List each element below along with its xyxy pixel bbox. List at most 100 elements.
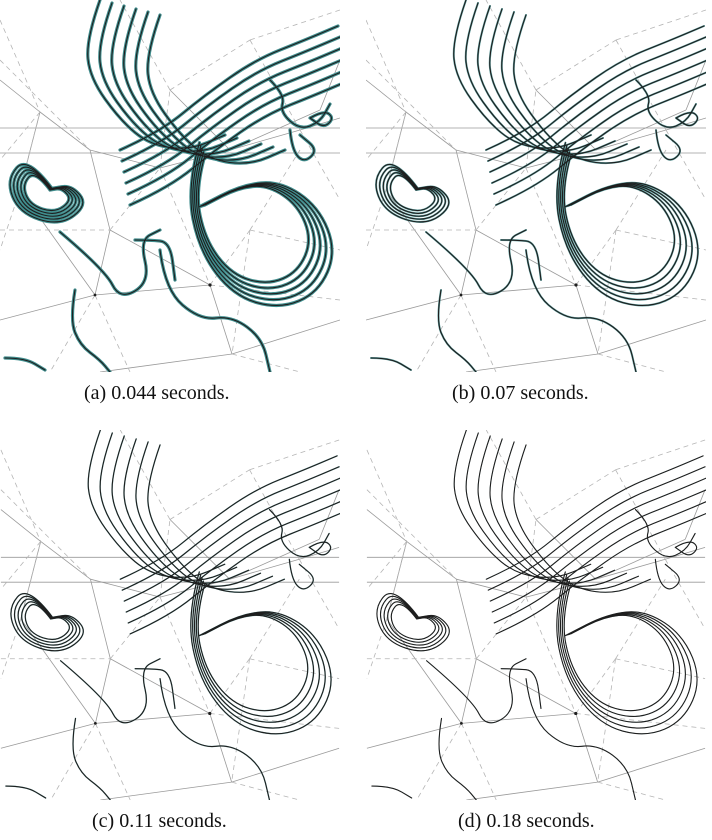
mesh-edge bbox=[406, 541, 457, 580]
mesh-node bbox=[460, 722, 463, 725]
contour-highlight bbox=[477, 435, 616, 584]
mesh-edge-dashed bbox=[525, 596, 577, 714]
contour-line bbox=[309, 112, 333, 127]
contour-highlight bbox=[559, 147, 688, 295]
contour-line bbox=[525, 249, 637, 372]
mesh-edge-dashed bbox=[597, 658, 616, 783]
mesh-edge-dashed bbox=[366, 111, 407, 161]
panel-d: (d) 0.18 seconds. bbox=[366, 430, 706, 840]
contour-line bbox=[501, 11, 640, 161]
mesh-edge bbox=[465, 353, 599, 372]
contour-highlight bbox=[438, 717, 477, 800]
mesh-edge bbox=[366, 509, 407, 542]
contour-highlight bbox=[655, 129, 681, 161]
mesh-edge bbox=[110, 658, 210, 714]
contour-line bbox=[111, 5, 250, 155]
mesh-edge-dashed bbox=[159, 167, 211, 286]
contour-line bbox=[375, 163, 450, 223]
contour-line bbox=[127, 501, 340, 624]
contour-line bbox=[426, 658, 527, 724]
contour-line bbox=[371, 785, 413, 799]
contour-highlight bbox=[99, 432, 238, 582]
mesh-edge-dashed bbox=[209, 713, 340, 729]
mesh-edge-dashed bbox=[209, 658, 250, 714]
contour-line bbox=[308, 541, 332, 556]
contour-line bbox=[560, 148, 687, 295]
contour-line bbox=[129, 512, 340, 635]
contour-line bbox=[485, 455, 704, 580]
contour-line bbox=[493, 501, 706, 624]
mesh-edge bbox=[229, 129, 301, 151]
mesh-edge-dashed bbox=[50, 723, 96, 800]
mesh-node bbox=[459, 293, 463, 297]
mesh-node bbox=[93, 293, 97, 297]
mesh-edge-dashed bbox=[615, 439, 706, 471]
contour-line bbox=[487, 36, 706, 162]
contour-line bbox=[513, 14, 652, 164]
mesh-edge bbox=[209, 284, 233, 355]
contour-plot-a bbox=[0, 0, 340, 372]
contour-plot-d bbox=[366, 430, 706, 800]
contour-line bbox=[654, 558, 680, 590]
mesh-edge-dashed bbox=[0, 489, 91, 580]
contour-line bbox=[489, 477, 706, 602]
mesh-edge-dashed bbox=[231, 658, 250, 783]
contour-line bbox=[386, 172, 439, 214]
contour-line bbox=[192, 574, 326, 729]
mesh-edge bbox=[456, 579, 477, 659]
contour-highlight bbox=[654, 558, 680, 590]
mesh-edge-dashed bbox=[386, 541, 408, 620]
mesh-edge-dashed bbox=[476, 596, 527, 660]
contour-line bbox=[190, 571, 332, 735]
contour-line bbox=[561, 151, 681, 289]
contour-line bbox=[123, 8, 262, 158]
contour-line bbox=[379, 595, 447, 649]
contour-highlight bbox=[493, 501, 706, 624]
contour-line bbox=[197, 154, 310, 283]
contour-highlight bbox=[70, 288, 112, 372]
contour-line bbox=[477, 435, 616, 584]
contour-line bbox=[655, 129, 681, 161]
mesh-edge-dashed bbox=[535, 469, 616, 520]
contour-line bbox=[13, 595, 81, 649]
mesh-edge-dashed bbox=[475, 167, 527, 231]
contour-line bbox=[556, 571, 698, 735]
mesh-edge bbox=[665, 546, 706, 560]
contour-line bbox=[558, 574, 692, 729]
contour-highlight bbox=[487, 466, 706, 591]
contour-line bbox=[558, 145, 693, 301]
mesh-edge bbox=[40, 541, 91, 580]
mesh-edge-dashed bbox=[597, 781, 666, 800]
contour-line bbox=[123, 438, 262, 587]
contour-line bbox=[16, 169, 77, 217]
mesh-edge-dashed bbox=[416, 723, 462, 800]
contour-line bbox=[465, 432, 604, 581]
mesh-edge bbox=[595, 129, 667, 151]
contour-line bbox=[556, 142, 699, 306]
mesh-node bbox=[574, 711, 578, 716]
mesh-edge-dashed bbox=[615, 469, 666, 560]
contour-highlight bbox=[560, 577, 686, 723]
contour-highlight bbox=[288, 558, 314, 590]
mesh-edge-dashed bbox=[664, 559, 706, 630]
mesh-edge bbox=[319, 59, 340, 111]
contour-line bbox=[489, 438, 628, 587]
mesh-edge-dashed bbox=[485, 0, 537, 91]
contour-line bbox=[489, 48, 706, 173]
contour-line bbox=[563, 583, 675, 712]
mesh-edge bbox=[318, 489, 340, 540]
contour-line bbox=[23, 174, 70, 212]
contour-line bbox=[491, 489, 706, 613]
mesh-edge bbox=[169, 89, 231, 151]
contour-line bbox=[376, 593, 450, 652]
caption-a: (a) 0.044 seconds. bbox=[84, 382, 230, 404]
contour-line bbox=[10, 593, 84, 652]
contour-line bbox=[121, 36, 340, 162]
contour-line bbox=[60, 658, 161, 724]
contour-line bbox=[13, 166, 80, 220]
mesh-edge-dashed bbox=[298, 559, 340, 630]
contour-line bbox=[17, 598, 77, 646]
mesh-edge-dashed bbox=[169, 39, 251, 91]
contour-highlight bbox=[525, 678, 636, 800]
contour-line bbox=[495, 512, 706, 635]
